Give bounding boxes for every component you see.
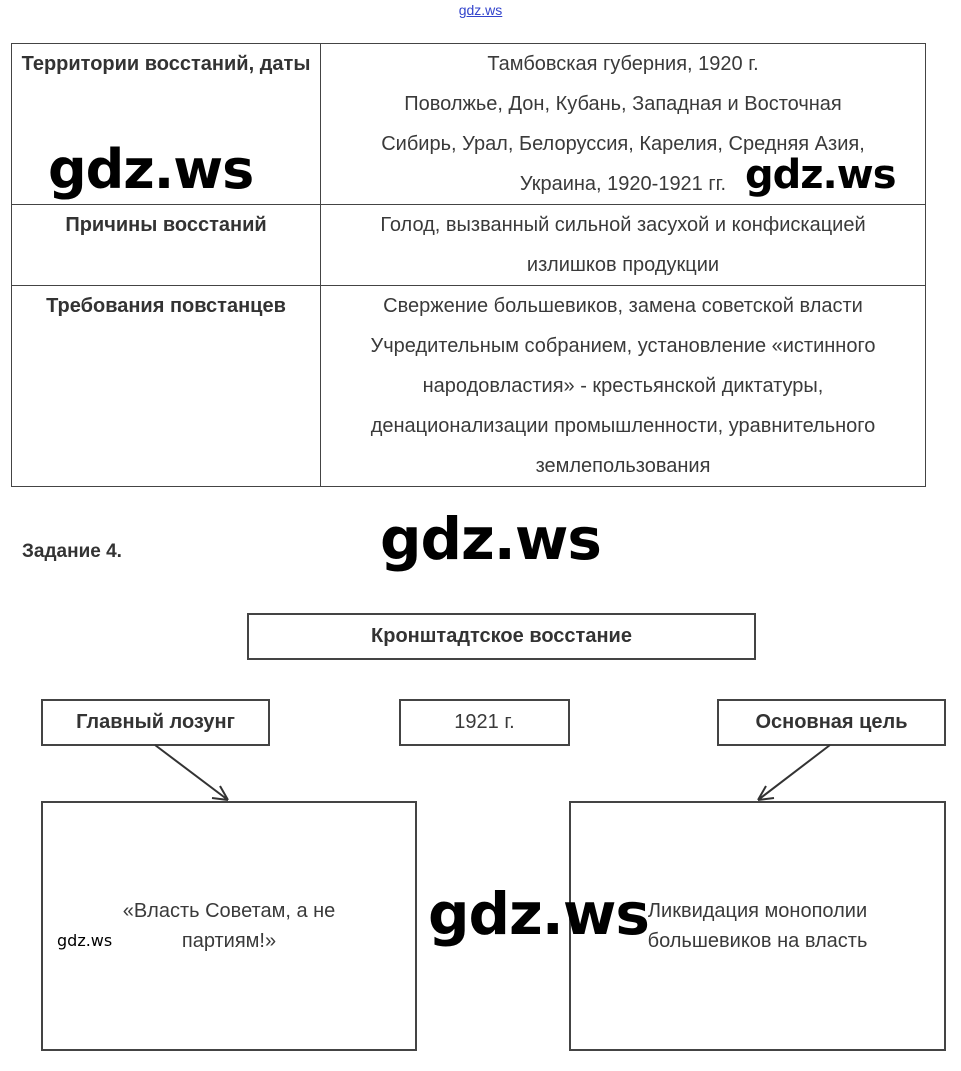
row-header: Требования повстанцев xyxy=(11,285,321,487)
line: Тамбовская губерния, 1920 г. xyxy=(487,53,759,75)
line: «Власть Советам, а не xyxy=(122,900,336,922)
line: Голод, вызванный сильной засухой и конфи… xyxy=(380,214,866,236)
row-content: Тамбовская губерния, 1920 г. Поволжье, Д… xyxy=(320,43,926,205)
diagram-title-box: Кронштадтское восстание xyxy=(247,613,756,660)
row-content: Свержение большевиков, замена советской … xyxy=(320,285,926,487)
watermark: gdz.ws xyxy=(48,138,254,201)
row-header: Территории восстаний, даты xyxy=(11,43,321,205)
line: землепользования xyxy=(535,455,711,477)
arrow-icon xyxy=(154,744,229,801)
slogan-content-box: «Власть Советам, а не партиям!» xyxy=(41,801,417,1051)
line: партиям!» xyxy=(181,930,277,952)
line: денационализации промышленности, уравнит… xyxy=(370,415,876,437)
row-content: Голод, вызванный сильной засухой и конфи… xyxy=(320,204,926,286)
watermark: gdz.ws xyxy=(428,880,650,948)
line: Поволжье, Дон, Кубань, Западная и Восточ… xyxy=(404,93,842,115)
table-row: Территории восстаний, даты Тамбовская гу… xyxy=(11,43,926,205)
year-box: 1921 г. xyxy=(399,699,570,746)
line: народовластия» - крестьянской диктатуры, xyxy=(422,375,824,397)
line: Свержение большевиков, замена советской … xyxy=(383,295,863,317)
line: большевиков на власть xyxy=(647,930,868,952)
line: излишков продукции xyxy=(526,254,720,276)
watermark: gdz.ws xyxy=(380,505,602,573)
table-row: Причины восстаний Голод, вызванный сильн… xyxy=(11,204,926,286)
goal-content-box: Ликвидация монополии большевиков на влас… xyxy=(569,801,946,1051)
uprisings-table: Территории восстаний, даты Тамбовская гу… xyxy=(11,43,926,487)
watermark-link[interactable]: gdz.ws xyxy=(458,2,503,18)
task-label: Задание 4. xyxy=(22,541,122,562)
watermark: gdz.ws xyxy=(745,152,897,198)
line: Сибирь, Урал, Белоруссия, Карелия, Средн… xyxy=(381,133,865,155)
line: Учредительным собранием, установление «и… xyxy=(370,335,876,357)
main-goal-label: Основная цель xyxy=(717,699,946,746)
line: Ликвидация монополии xyxy=(647,900,868,922)
arrow-icon xyxy=(757,744,831,801)
table-row: Требования повстанцев Свержение большеви… xyxy=(11,285,926,487)
line: Украина, 1920-1921 гг. xyxy=(519,173,727,195)
row-header: Причины восстаний xyxy=(11,204,321,286)
watermark: gdz.ws xyxy=(57,931,113,950)
